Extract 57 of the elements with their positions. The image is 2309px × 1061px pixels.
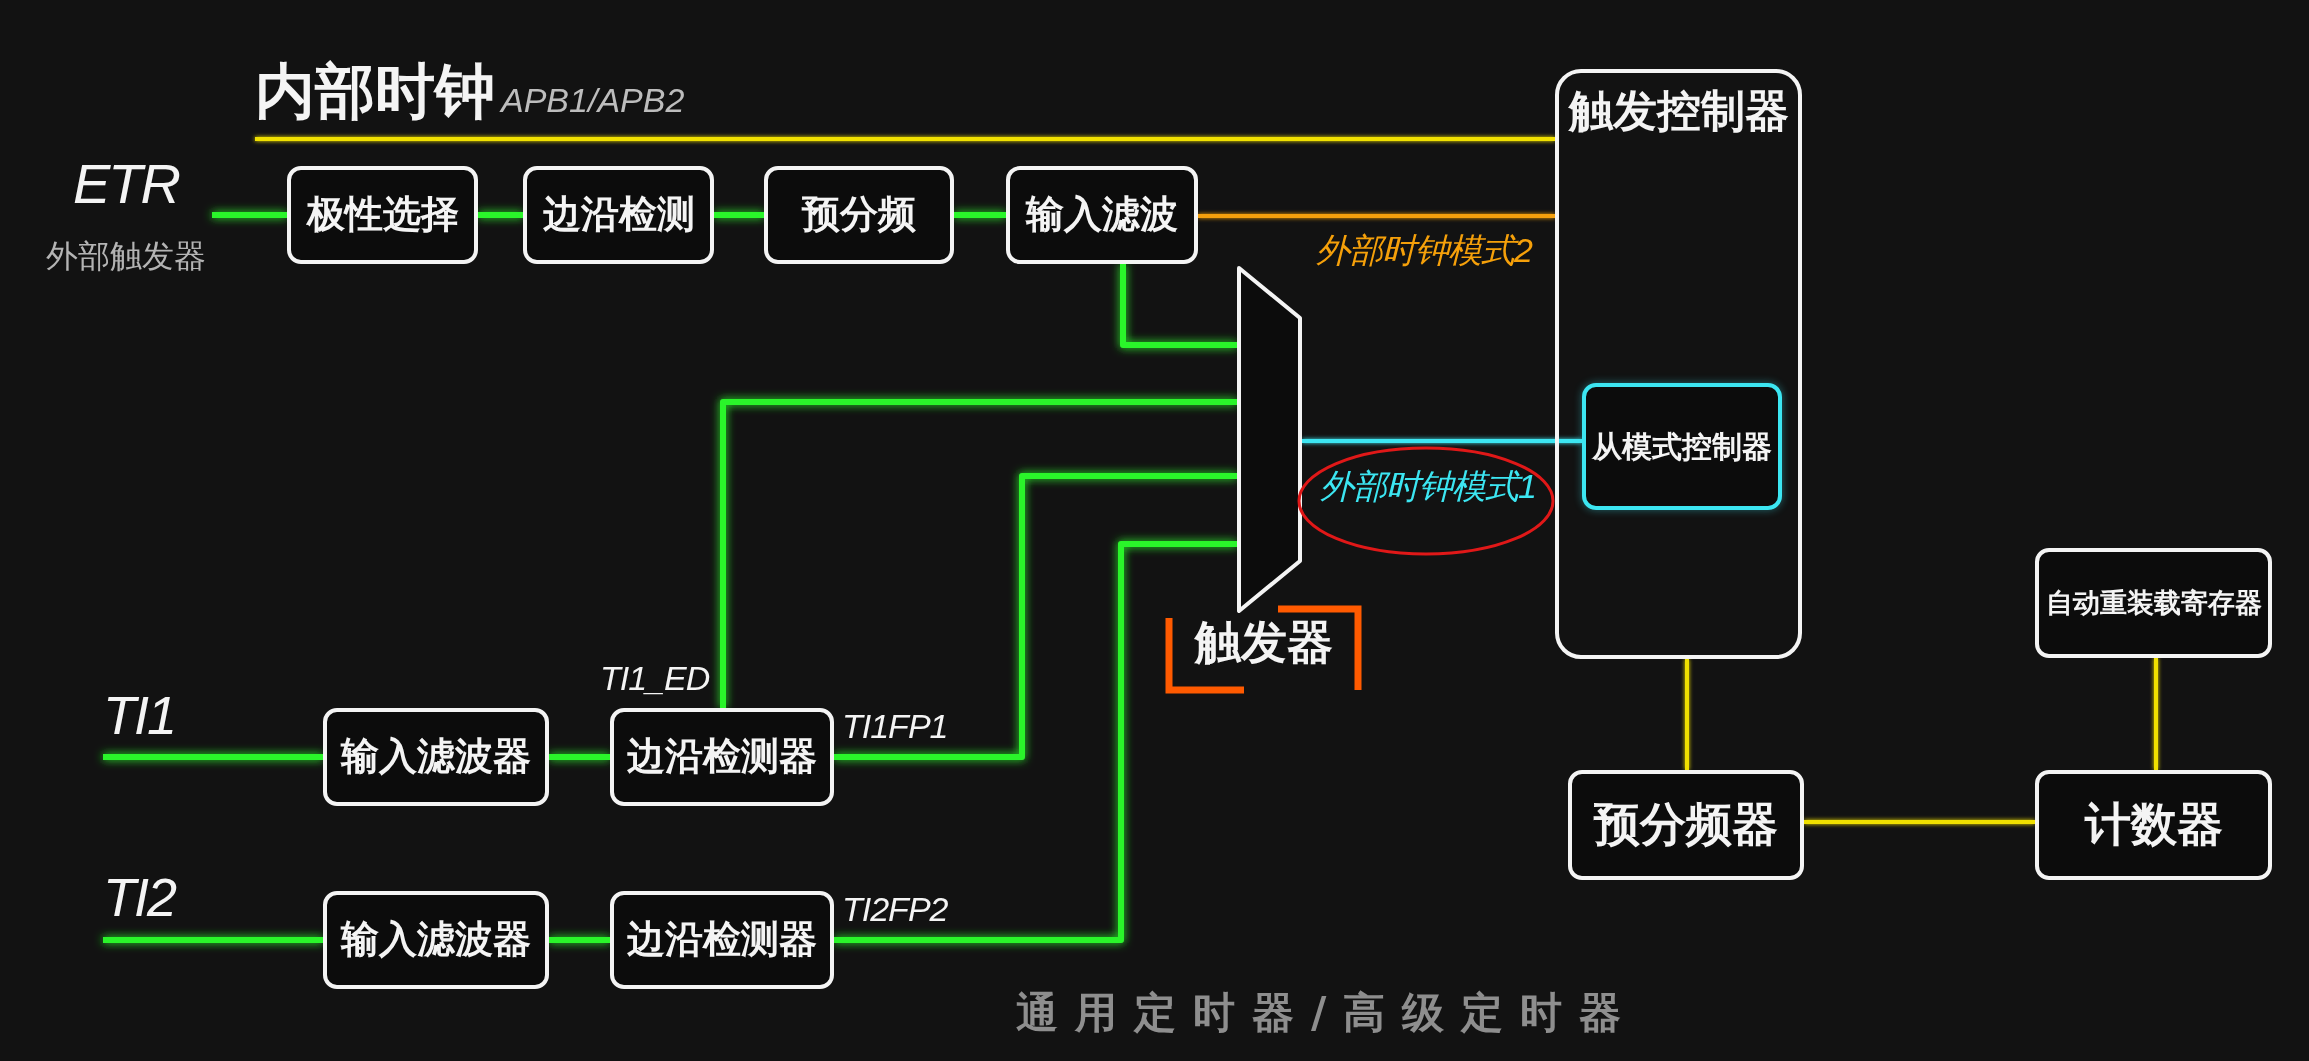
process-box	[323, 708, 549, 806]
process-box	[610, 708, 834, 806]
edge-label: TI2FP2	[842, 891, 948, 929]
process-box	[523, 166, 714, 264]
connector-line	[1804, 820, 2035, 824]
edge-label: TI1_ED	[600, 660, 710, 698]
connector-line	[714, 212, 764, 218]
connector-line	[2154, 658, 2158, 770]
process-box	[323, 891, 549, 989]
process-box	[1582, 383, 1782, 510]
connector-line	[549, 754, 610, 760]
connector-line	[212, 212, 287, 218]
block-label: 输入滤波器	[341, 917, 531, 963]
mux-label: 触发器	[1195, 615, 1333, 671]
connector-line	[1198, 214, 1555, 218]
connector-line	[103, 754, 323, 760]
section-heading: 内部时钟	[255, 58, 495, 124]
process-box	[287, 166, 478, 264]
connector-line	[1120, 264, 1237, 348]
block-label: 边沿检测	[542, 192, 695, 238]
block-label: 自动重装载寄存器	[2045, 586, 2262, 620]
signal-name: TI2	[103, 870, 176, 924]
panel-title: 触发控制器	[1568, 85, 1789, 138]
process-box	[1006, 166, 1198, 264]
connector-line	[1685, 659, 1689, 770]
block-label: 极性选择	[306, 192, 459, 238]
signal-name: ETR	[73, 156, 179, 212]
block-label: 计数器	[2084, 797, 2223, 853]
signal-subtitle: 外部触发器	[46, 238, 206, 274]
bus-label: APB1/APB2	[501, 82, 685, 120]
connector-line	[834, 541, 1237, 943]
block-label: 从模式控制器	[1592, 428, 1772, 465]
block-label: 输入滤波器	[341, 734, 531, 780]
connector-line	[1302, 439, 1582, 443]
block-label: 输入滤波	[1026, 192, 1178, 238]
edge-label: 外部时钟模式2	[1316, 232, 1532, 270]
controller-panel	[1555, 69, 1802, 659]
process-box	[764, 166, 954, 264]
caption: 通用定时器/高级定时器	[1016, 988, 1639, 1039]
block-label: 边沿检测器	[627, 917, 817, 963]
connector-line	[549, 937, 610, 943]
edge-label: 外部时钟模式1	[1320, 468, 1536, 506]
process-box	[2035, 770, 2272, 880]
block-label: 边沿检测器	[627, 734, 817, 780]
edge-label: TI1FP1	[842, 708, 948, 746]
connector-line	[255, 137, 1555, 141]
process-box	[610, 891, 834, 989]
connector-line	[954, 212, 1006, 218]
connector-line	[720, 399, 1237, 708]
block-label: 预分频器	[1594, 797, 1778, 853]
connector-line	[103, 937, 323, 943]
process-box	[2035, 548, 2272, 658]
connector-line	[834, 473, 1237, 760]
connector-line	[478, 212, 523, 218]
signal-name: TI1	[103, 688, 176, 742]
block-label: 预分频	[802, 192, 916, 238]
process-box	[1568, 770, 1804, 880]
